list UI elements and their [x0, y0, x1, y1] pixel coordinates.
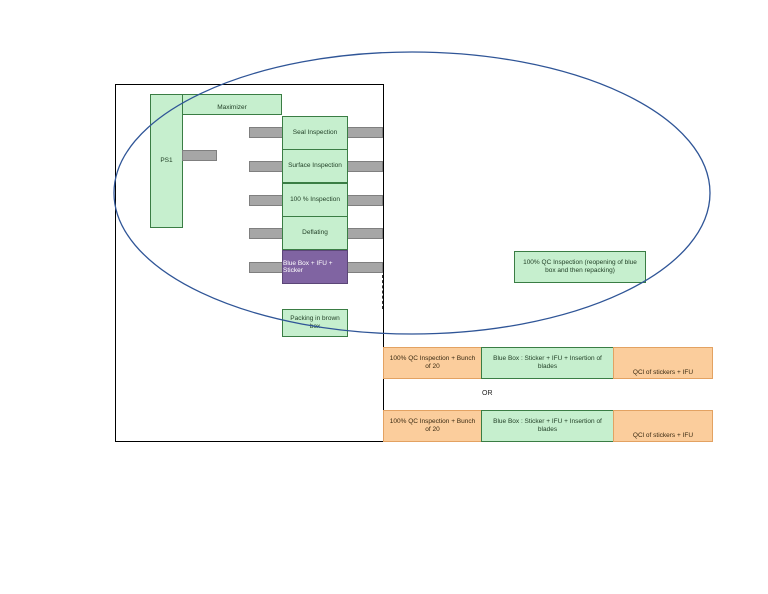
option1-qc-inspection: 100% QC Inspection + Bunch of 20 [383, 347, 482, 379]
ps1-conveyor [182, 150, 217, 161]
option-bluebox-label: Blue Box : Sticker + IFU + Insertion of … [493, 418, 602, 433]
station-surface-inspection: Surface Inspection [282, 149, 348, 183]
option2-qcl: QCl of stickers + IFU [613, 410, 713, 442]
option1-blue-box: Blue Box : Sticker + IFU + Insertion of … [481, 347, 614, 379]
station-blue-box: Blue Box + IFU + Sticker [282, 250, 348, 284]
option2-qc-inspection: 100% QC Inspection + Bunch of 20 [383, 410, 482, 442]
station-100-inspection: 100 % Inspection [282, 183, 348, 217]
station-label: Deflating [302, 229, 328, 237]
station-label: 100 % Inspection [290, 196, 340, 204]
station-label: Blue Box + IFU + Sticker [283, 260, 333, 274]
ps1-label: PS1 [160, 157, 173, 165]
option-qc-label: 100% QC Inspection + Bunch of 20 [389, 418, 476, 433]
or-label: OR [482, 390, 493, 397]
ps1-machine: PS1 [150, 94, 183, 228]
qc-reopen-label: 100% QC Inspection (reopening of blue bo… [523, 259, 637, 274]
packing-station: Packing in brown box [282, 309, 348, 337]
dashed-connector [382, 275, 383, 309]
maximizer-label: Maximizer [217, 104, 247, 112]
production-line-frame [115, 84, 384, 442]
option-qcl-label: QCl of stickers + IFU [632, 432, 694, 440]
maximizer-machine: Maximizer [182, 94, 282, 115]
station-label: Surface Inspection [288, 162, 342, 170]
option-qc-label: 100% QC Inspection + Bunch of 20 [389, 355, 476, 370]
option-bluebox-label: Blue Box : Sticker + IFU + Insertion of … [493, 355, 602, 370]
station-deflating: Deflating [282, 216, 348, 250]
option-qcl-label: QCl of stickers + IFU [632, 369, 694, 377]
scope-ellipse-shape [113, 51, 711, 335]
qc-reopen-box: 100% QC Inspection (reopening of blue bo… [514, 251, 646, 283]
station-label: Seal Inspection [292, 129, 338, 137]
option1-qcl: QCl of stickers + IFU [613, 347, 713, 379]
